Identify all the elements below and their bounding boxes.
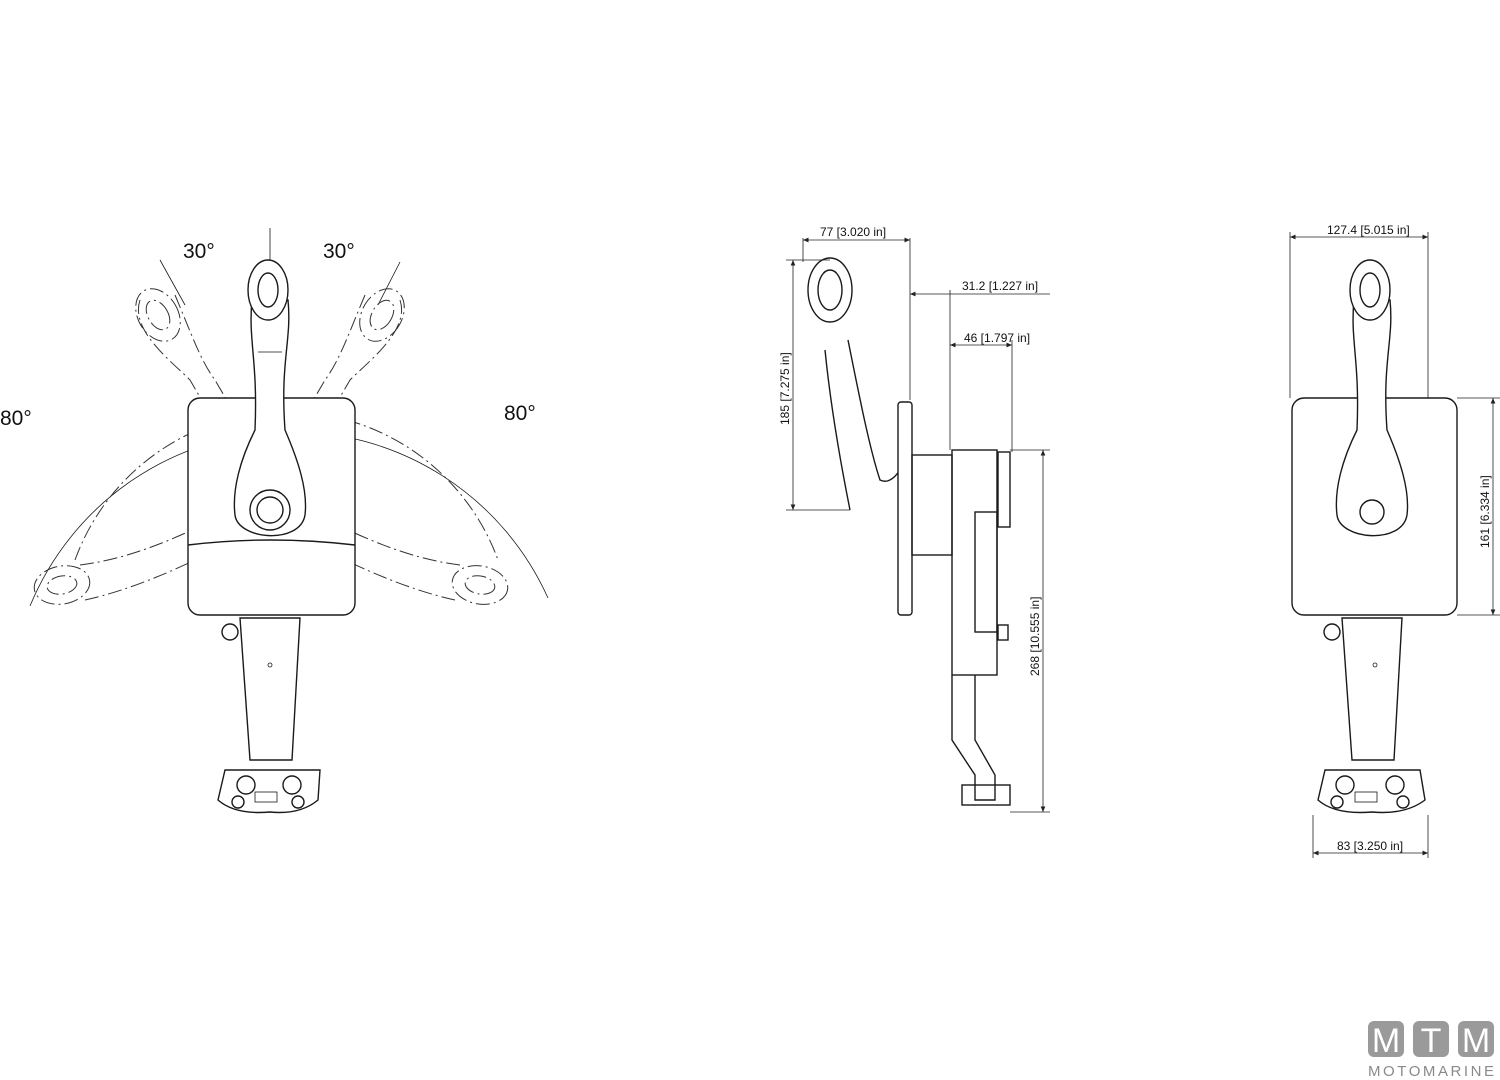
dim-lever-reach: 77 [3.020 in] [820, 225, 886, 239]
front-view: 30° 30° 80° 80° [0, 228, 549, 814]
dim-lever-height: 185 [7.275 in] [778, 352, 792, 425]
control-lever [233, 259, 307, 537]
side-view: 77 [3.020 in] 31.2 [1.227 in] 46 [1.797 … [778, 225, 1050, 813]
mtm-motomarine-logo: M T M MOTOMARINE [1368, 1021, 1494, 1080]
logo-letter-m2: M [1462, 1022, 1490, 1060]
angle-label-right-30: 30° [323, 240, 355, 263]
rear-view: 127.4 [5.015 in] 161 [6.334 in] 83 [3.25… [1289, 223, 1500, 858]
dim-width: 127.4 [5.015 in] [1327, 223, 1410, 237]
rear-dimensions [1289, 232, 1500, 858]
dim-base-width: 83 [3.250 in] [1337, 839, 1403, 853]
dim-housing-height: 161 [6.334 in] [1478, 475, 1492, 548]
logo-text: MOTOMARINE [1368, 1063, 1494, 1080]
side-lever [807, 257, 901, 511]
rear-lever [1335, 259, 1409, 537]
mounting-plate [897, 401, 913, 616]
angle-label-left-30: 30° [183, 240, 215, 263]
logo-letter-m1: M [1372, 1022, 1400, 1060]
ghost-lever-right-30 [254, 288, 405, 501]
side-dimensions [786, 237, 1050, 813]
dim-offset-2: 46 [1.797 in] [964, 331, 1030, 345]
angle-label-left-80: 80° [0, 407, 32, 430]
dim-body-height: 268 [10.555 in] [1028, 597, 1042, 676]
side-body [911, 449, 1011, 806]
mounting-post [217, 617, 321, 814]
ghost-lever-left-30 [135, 288, 286, 501]
logo-letter-t: T [1421, 1022, 1442, 1060]
rear-mounting-post [1317, 617, 1426, 814]
dim-offset-1: 31.2 [1.227 in] [962, 279, 1038, 293]
angle-label-right-80: 80° [504, 402, 536, 425]
